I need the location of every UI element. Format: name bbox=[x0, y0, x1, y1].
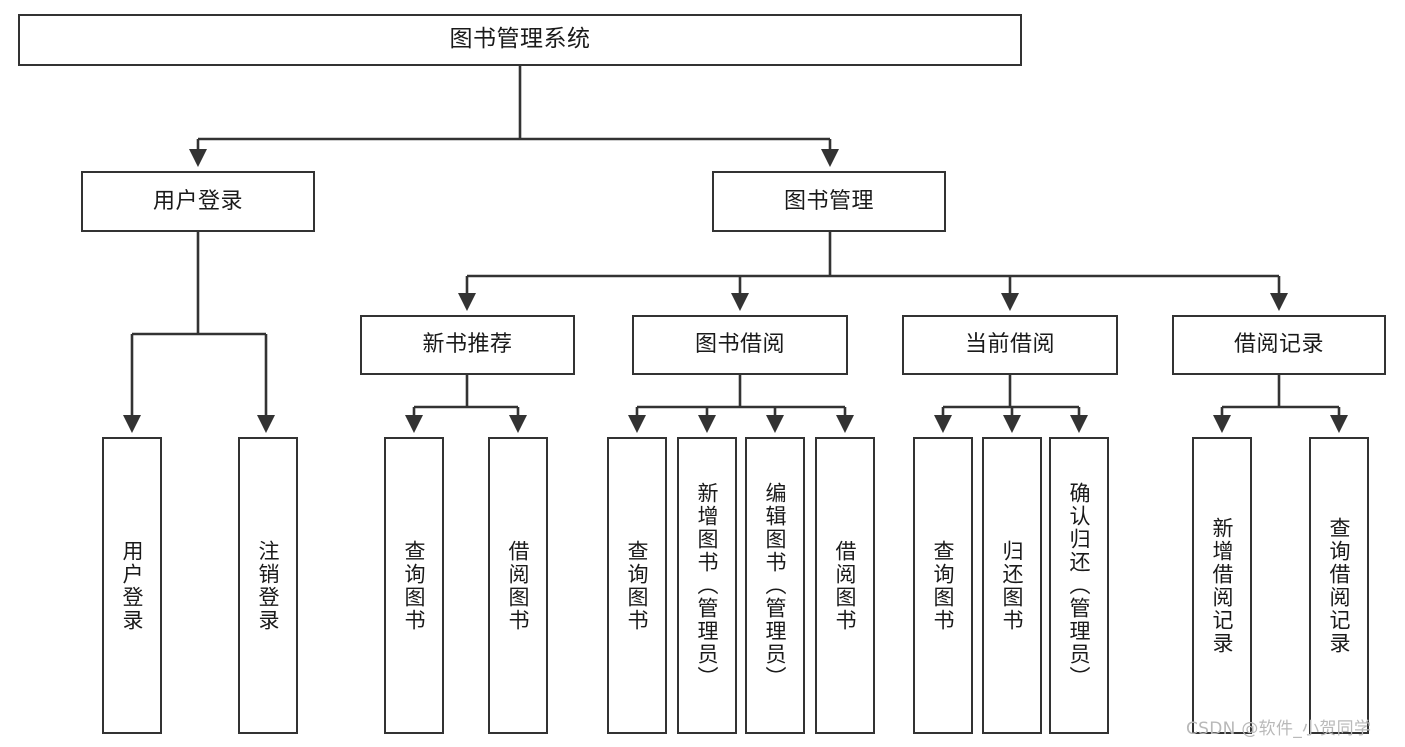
leaf-book-borrow-0[interactable]: 查询图书 bbox=[607, 437, 667, 734]
node-user-login-label: 用户登录 bbox=[152, 188, 243, 214]
node-current-borrow-label: 当前借阅 bbox=[964, 332, 1055, 358]
leaf-book-borrow-1-label: 新增图书（管理员） bbox=[695, 482, 720, 689]
leaf-book-borrow-1[interactable]: 新增图书（管理员） bbox=[677, 437, 737, 734]
leaf-new-book-recommend-1[interactable]: 借阅图书 bbox=[488, 437, 548, 734]
node-book-manage[interactable]: 图书管理 bbox=[712, 171, 946, 232]
leaf-user-login-0-label: 用户登录 bbox=[120, 539, 145, 632]
leaf-book-borrow-3-label: 借阅图书 bbox=[833, 539, 858, 632]
node-new-book-recommend-label: 新书推荐 bbox=[422, 332, 513, 358]
leaf-borrow-record-1[interactable]: 查询借阅记录 bbox=[1309, 437, 1369, 734]
node-new-book-recommend[interactable]: 新书推荐 bbox=[360, 315, 575, 375]
leaf-book-borrow-0-label: 查询图书 bbox=[625, 539, 650, 632]
node-book-borrow-label: 图书借阅 bbox=[694, 332, 785, 358]
node-user-login[interactable]: 用户登录 bbox=[81, 171, 315, 232]
node-root[interactable]: 图书管理系统 bbox=[18, 14, 1022, 66]
leaf-book-borrow-2[interactable]: 编辑图书（管理员） bbox=[745, 437, 805, 734]
leaf-current-borrow-2[interactable]: 确认归还（管理员） bbox=[1049, 437, 1109, 734]
leaf-new-book-recommend-0-label: 查询图书 bbox=[402, 539, 427, 632]
leaf-current-borrow-1-label: 归还图书 bbox=[1000, 539, 1025, 632]
leaf-borrow-record-0[interactable]: 新增借阅记录 bbox=[1192, 437, 1252, 734]
node-root-label: 图书管理系统 bbox=[449, 26, 591, 53]
leaf-new-book-recommend-1-label: 借阅图书 bbox=[506, 539, 531, 632]
node-book-manage-label: 图书管理 bbox=[783, 188, 874, 214]
leaf-current-borrow-2-label: 确认归还（管理员） bbox=[1067, 482, 1092, 689]
leaf-current-borrow-0-label: 查询图书 bbox=[931, 539, 956, 632]
node-current-borrow[interactable]: 当前借阅 bbox=[902, 315, 1118, 375]
node-borrow-record-label: 借阅记录 bbox=[1233, 332, 1324, 358]
node-book-borrow[interactable]: 图书借阅 bbox=[632, 315, 848, 375]
leaf-borrow-record-1-label: 查询借阅记录 bbox=[1327, 516, 1352, 655]
leaf-borrow-record-0-label: 新增借阅记录 bbox=[1210, 516, 1235, 655]
leaf-current-borrow-0[interactable]: 查询图书 bbox=[913, 437, 973, 734]
leaf-user-login-0[interactable]: 用户登录 bbox=[102, 437, 162, 734]
leaf-book-borrow-2-label: 编辑图书（管理员） bbox=[763, 482, 788, 689]
watermark: CSDN @软件_小贺同学 bbox=[1186, 719, 1372, 739]
leaf-book-borrow-3[interactable]: 借阅图书 bbox=[815, 437, 875, 734]
node-borrow-record[interactable]: 借阅记录 bbox=[1172, 315, 1386, 375]
leaf-new-book-recommend-0[interactable]: 查询图书 bbox=[384, 437, 444, 734]
leaf-user-login-1-label: 注销登录 bbox=[256, 539, 281, 632]
leaf-current-borrow-1[interactable]: 归还图书 bbox=[982, 437, 1042, 734]
leaf-user-login-1[interactable]: 注销登录 bbox=[238, 437, 298, 734]
